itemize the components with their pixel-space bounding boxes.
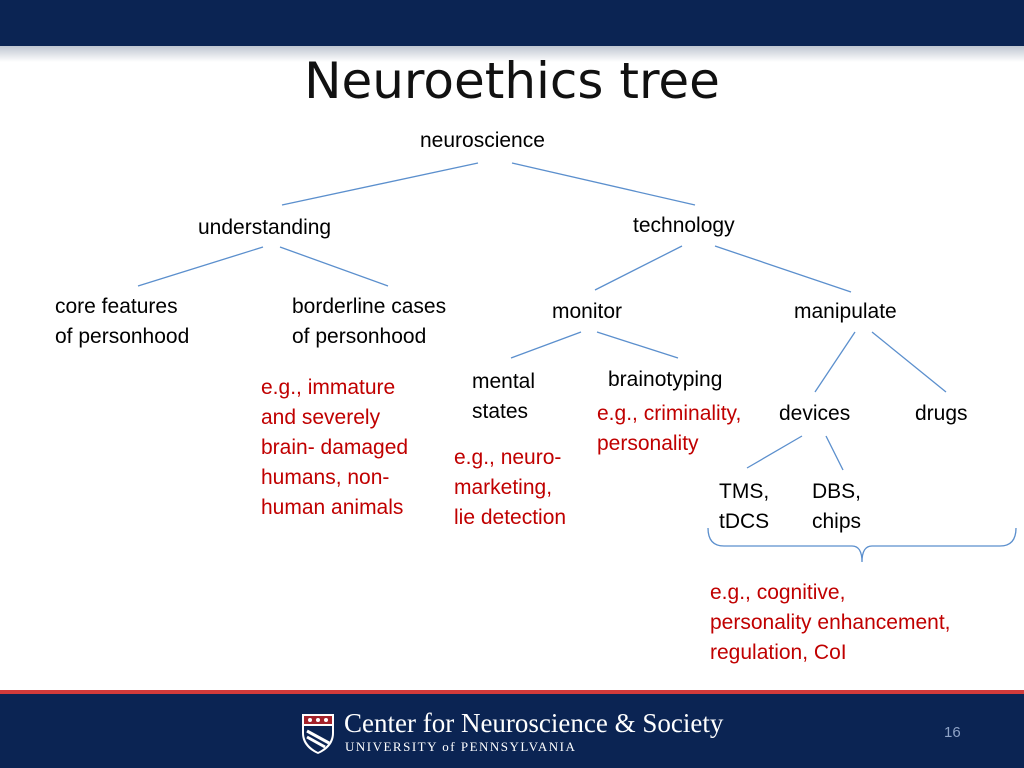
node-core-features-line2: of personhood (55, 325, 190, 348)
edge-monitor-brainotyping (596, 331, 679, 359)
node-borderline-line1: borderline cases (292, 295, 447, 318)
node-dbs-line2: chips (812, 510, 862, 533)
example-line: personality enhancement, (710, 611, 951, 634)
edge-devices-tms (746, 435, 803, 469)
example-line: e.g., immature (261, 376, 396, 399)
edge-monitor-mental (510, 331, 582, 359)
edge-understanding-borderline (279, 246, 389, 287)
example-line: human animals (261, 496, 404, 519)
example-line: brain- damaged (261, 436, 409, 459)
edge-understanding-core (137, 246, 264, 287)
node-mental-states: mental states (472, 367, 535, 427)
example-line: e.g., neuro- (454, 446, 562, 469)
node-tms-line1: TMS, (719, 480, 770, 503)
slide-title: Neuroethics tree (304, 52, 720, 110)
example-line: and severely (261, 406, 381, 429)
page-number: 16 (944, 724, 961, 741)
example-line: humans, non- (261, 466, 390, 489)
node-technology: technology (633, 214, 735, 237)
example-line: lie detection (454, 506, 567, 529)
edge-technology-monitor (594, 245, 683, 291)
header-shadow (0, 46, 1024, 62)
example-mental-states: e.g., neuro- marketing, lie detection (454, 443, 566, 533)
example-line: e.g., cognitive, (710, 581, 846, 604)
edge-technology-manipulate (714, 245, 852, 293)
edge-neuroscience-technology (511, 162, 696, 206)
edge-manipulate-drugs (871, 331, 947, 393)
node-core-features-line1: core features (55, 295, 178, 318)
node-manipulate: manipulate (794, 300, 897, 323)
node-drugs: drugs (915, 402, 968, 425)
node-borderline-line2: of personhood (292, 325, 427, 348)
edge-devices-dbs (825, 435, 844, 471)
edge-neuroscience-understanding (281, 162, 479, 206)
node-dbs-chips: DBS, chips (812, 477, 861, 537)
node-understanding: understanding (198, 216, 332, 239)
node-tms-tdcs: TMS, tDCS (719, 477, 769, 537)
example-borderline: e.g., immature and severely brain- damag… (261, 373, 408, 523)
example-line: personality (597, 432, 699, 455)
example-brainotyping: e.g., criminality, personality (597, 399, 741, 459)
node-neuroscience: neuroscience (420, 129, 545, 152)
footer-university: UNIVERSITY of PENNSYLVANIA (345, 739, 577, 754)
example-line: marketing, (454, 476, 553, 499)
example-line: regulation, CoI (710, 641, 847, 664)
footer-bar (0, 694, 1024, 768)
example-devices: e.g., cognitive, personality enhancement… (710, 578, 951, 668)
node-mental-states-line2: states (472, 400, 529, 423)
header-bar (0, 0, 1024, 46)
example-line: e.g., criminality, (597, 402, 742, 425)
node-dbs-line1: DBS, (812, 480, 862, 503)
penn-shield-icon (302, 714, 334, 754)
footer-accent-line (0, 690, 1024, 694)
node-monitor: monitor (552, 300, 623, 323)
edge-manipulate-devices (814, 331, 856, 393)
node-borderline-cases: borderline cases of personhood (292, 292, 446, 352)
node-brainotyping: brainotyping (608, 368, 723, 391)
node-mental-states-line1: mental (472, 370, 536, 393)
node-core-features: core features of personhood (55, 292, 189, 352)
node-devices: devices (779, 402, 851, 425)
node-tms-line2: tDCS (719, 510, 770, 533)
devices-bracket (707, 527, 1017, 563)
footer-org-name: Center for Neuroscience & Society (344, 708, 724, 738)
